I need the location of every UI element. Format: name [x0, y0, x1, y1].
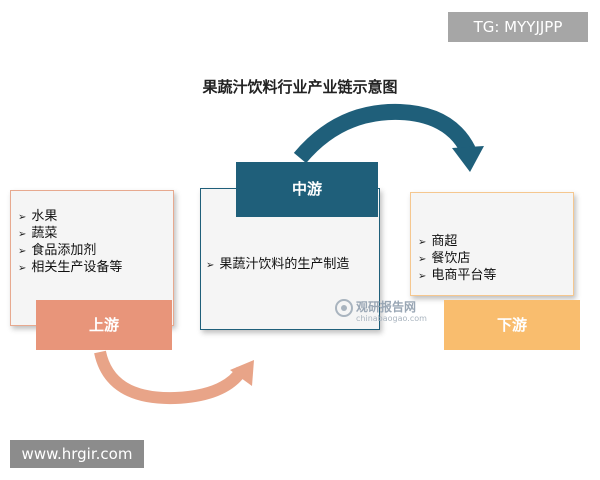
list-item: 蔬菜	[18, 225, 122, 242]
downstream-label: 下游	[444, 300, 580, 350]
midstream-label: 中游	[236, 162, 378, 217]
arrow-up-to-mid-head-icon	[230, 360, 254, 386]
list-item: 食品添加剂	[18, 242, 122, 259]
upstream-label: 上游	[36, 300, 172, 350]
upstream-list: 水果 蔬菜 食品添加剂 相关生产设备等	[18, 208, 122, 276]
arrow-mid-to-down-icon	[293, 103, 476, 164]
diagram-title: 果蔬汁饮料行业产业链示意图	[202, 78, 398, 96]
watermark-logo-icon	[335, 299, 353, 317]
midstream-list: 果蔬汁饮料的生产制造	[206, 256, 349, 273]
arrow-mid-to-down-head-icon	[452, 146, 484, 172]
tag-badge: TG: MYYJJPP	[448, 12, 588, 42]
arrow-up-to-mid-icon	[94, 350, 248, 405]
list-item: 餐饮店	[418, 250, 496, 267]
list-item: 相关生产设备等	[18, 259, 122, 276]
list-item: 电商平台等	[418, 267, 496, 284]
list-item: 水果	[18, 208, 122, 225]
list-item: 果蔬汁饮料的生产制造	[206, 256, 349, 273]
watermark-domain: chinabaogao.com	[356, 314, 427, 323]
watermark-name: 观研报告网	[356, 300, 417, 314]
downstream-list: 商超 餐饮店 电商平台等	[418, 233, 496, 284]
url-badge: www.hrgir.com	[10, 440, 144, 468]
list-item: 商超	[418, 233, 496, 250]
